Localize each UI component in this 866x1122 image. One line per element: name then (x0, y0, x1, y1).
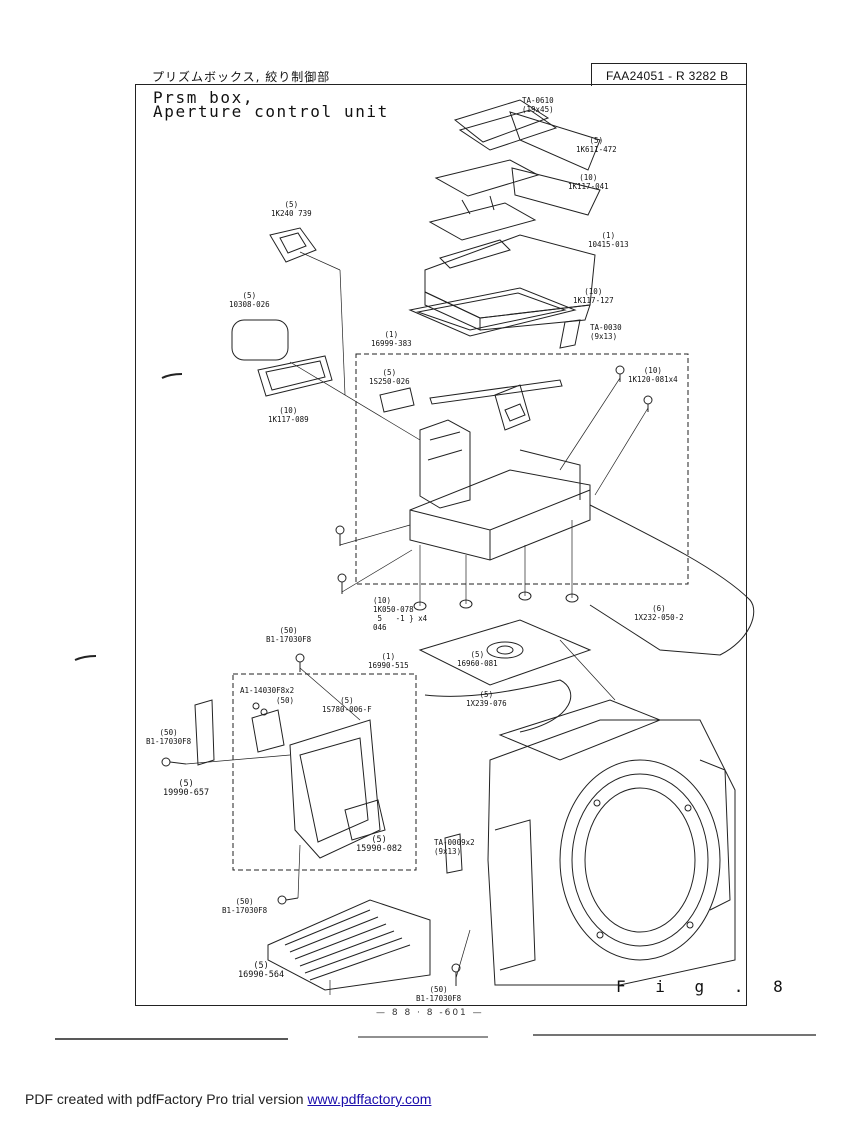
cushion-block (231, 319, 289, 361)
pdffactory-link[interactable]: www.pdffactory.com (307, 1091, 432, 1107)
subassembly-box-upper (355, 353, 689, 585)
diagram-title-line1: Prsm box, (153, 88, 255, 107)
subassembly-box-lower (232, 673, 417, 871)
label-1x232-050-2: (6) 1X232-050-2 (634, 604, 684, 622)
label-16990-564: (5) 16990-564 (238, 961, 285, 980)
label-10415-013: (1) 10415-013 (588, 231, 629, 249)
label-16999-383: (1) 16999-383 (371, 330, 412, 348)
label-b1-17030f8-bottom: (50) B1-17030F8 (416, 985, 462, 1003)
label-19990-657: (5) 19990-657 (163, 779, 210, 798)
frame-gasket (257, 355, 333, 397)
label-1s250-026: (5) 1S250-026 (369, 368, 410, 386)
mirror-box-body (487, 699, 736, 986)
aperture-control-unit (251, 709, 386, 859)
part-code: FAA24051 - R 3282 B (606, 69, 729, 83)
focusing-screen-plate (408, 287, 577, 337)
japanese-section-title: プリズムボックス, 絞り制御部 (152, 70, 331, 84)
page-number: — 8 8 · 8 -601 — (376, 1008, 484, 1018)
label-1x239-076: (5) 1X239-076 (466, 690, 507, 708)
wire-spring (589, 504, 755, 656)
label-1k240-739: (5) 1K240 739 (271, 200, 312, 218)
label-1k120-081x4: (10) 1K120-081x4 (628, 366, 678, 384)
label-16990-515: (1) 16990-515 (368, 652, 409, 670)
diagram-title-line2: Aperture control unit (153, 102, 389, 121)
label-50-small: (50) (276, 696, 295, 705)
label-1k611-472: (5) 1K611-472 (576, 136, 617, 154)
label-15990-082: (5) 15990-082 (356, 835, 403, 854)
bottom-grille-plate (267, 899, 431, 991)
pentaprism (424, 234, 596, 331)
footer-text: PDF created with pdfFactory Pro trial ve… (25, 1091, 308, 1107)
diagram-frame (135, 84, 747, 1006)
label-1k117-041: (10) 1K117-041 (568, 173, 609, 191)
figure-label: F i g . 8 (616, 977, 793, 996)
label-10308-026: (5) 10308-026 (229, 291, 270, 309)
aperture-unit-screws (161, 653, 461, 986)
label-1k050-078: (10) 1K050-078 5 -1 } x4 046 (373, 596, 428, 632)
label-1k117-089: (10) 1K117-089 (268, 406, 309, 424)
label-1s780-006-f: (5) 1S780-006-F (322, 696, 372, 714)
part-code-box (591, 63, 747, 86)
sensor-plate (418, 619, 592, 686)
pdf-footer: PDF created with pdfFactory Pro trial ve… (25, 1091, 431, 1107)
label-16960-081: (5) 16960-081 (457, 650, 498, 668)
label-b1-17030f8-lower: (50) B1-17030F8 (222, 897, 268, 915)
label-b1-17030f8-top: (50) B1-17030F8 (266, 626, 312, 644)
prism-cover-plates (428, 99, 601, 241)
label-ta0610: TA-0610 (19x45) (522, 96, 554, 114)
label-ta0009x2: TA-0009x2 (9x13) (434, 838, 475, 856)
leader-lines (185, 251, 649, 995)
tape-ta0030 (559, 319, 581, 349)
label-b1-17030f8-left: (50) B1-17030F8 (146, 728, 192, 746)
label-a1-14030f8x2: A1-14030F8x2 (240, 686, 295, 695)
prism-box-housing (379, 379, 591, 561)
eyepiece-block (269, 227, 317, 263)
bracket-strip (194, 699, 215, 766)
label-1k117-127: (10) 1K117-127 (573, 287, 614, 305)
label-ta0030: TA-0030 (9x13) (590, 323, 622, 341)
tape-ta0009 (444, 833, 463, 874)
